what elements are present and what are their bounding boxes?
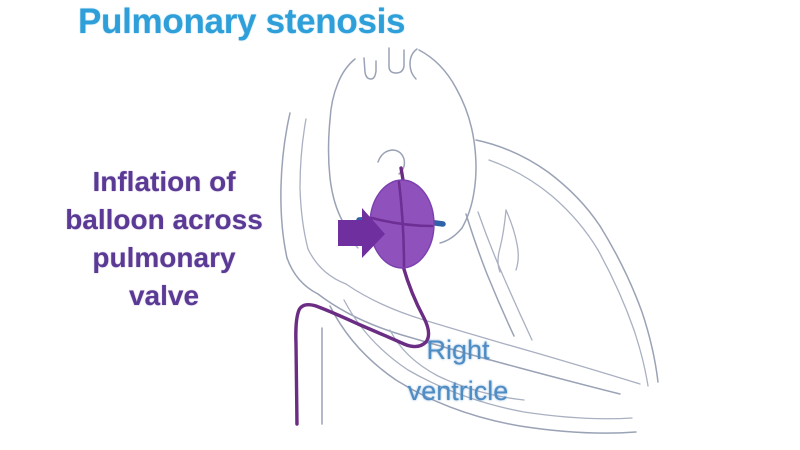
right-heart-upper-border (475, 139, 601, 227)
subclavian-branch-icon (409, 48, 418, 80)
valve-knob-icon (377, 149, 406, 175)
right-ventricle-upper-wall (317, 293, 621, 395)
page-title: Pulmonary stenosis (78, 2, 406, 41)
aortic-arch-outer-outline (418, 49, 477, 229)
papillary-muscle-inner-icon (505, 209, 519, 271)
ventricle-chamber-inner-loop (389, 329, 525, 401)
caption-line-1: Inflation of (92, 166, 236, 197)
papillary-muscle-icon (497, 209, 507, 273)
interventricular-septum-outline (465, 213, 515, 337)
caption-line-3: pulmonary (92, 242, 236, 273)
right-ventricle-upper-inner-wall (345, 283, 641, 385)
caption-line-2: balloon across (65, 204, 263, 235)
svc-to-atrium-outline (286, 257, 319, 295)
balloon-catheter-line (294, 264, 431, 426)
right-ventricle-label: Right ventricle (378, 330, 538, 412)
brachiocephalic-branch-icon (363, 57, 377, 80)
aortic-root-outline (439, 227, 463, 244)
right-heart-lateral-border (599, 225, 659, 383)
vessel-inner-lower-outline (307, 248, 347, 285)
balloon-inflation-caption: Inflation of balloon across pulmonary va… (38, 163, 290, 315)
right-ventricle-lower-wall (329, 305, 637, 434)
superior-vena-cava-outline (280, 112, 291, 259)
septum-second-outline (477, 211, 533, 341)
right-ventricle-label-line-1: Right (426, 335, 490, 365)
right-ventricle-lower-inner-wall (343, 299, 633, 420)
carotid-branch-icon (388, 47, 405, 74)
right-ventricle-label-line-2: ventricle (407, 376, 509, 406)
balloon-waist-line (370, 216, 434, 228)
aortic-arch-inner-left-outline (329, 58, 356, 121)
caption-line-4: valve (128, 280, 200, 311)
right-heart-inner-border (488, 159, 599, 251)
vessel-inner-outline (299, 118, 309, 250)
right-heart-inner-lateral-border (597, 249, 649, 387)
balloon-pointer-arrow (338, 208, 385, 258)
ascending-aorta-left-outline (327, 119, 344, 223)
